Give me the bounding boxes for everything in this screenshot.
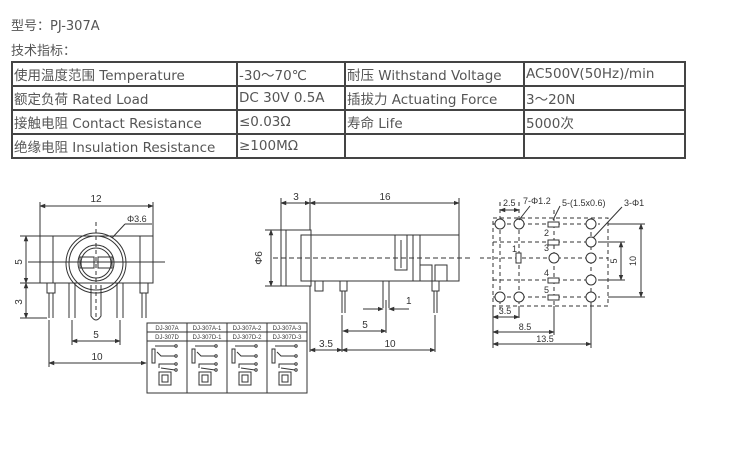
- spec-value: -30～70℃: [236, 61, 346, 87]
- front-width-dim: 12: [90, 194, 102, 205]
- spec-value: 5000次: [523, 109, 686, 135]
- spec-value: ≥100MΩ: [236, 133, 346, 159]
- side-flange-dim: 3: [293, 192, 299, 203]
- variant-schematic: [231, 344, 258, 386]
- pcb-pin-3: 3: [544, 243, 549, 253]
- pcb-dim-13-5: 13.5: [536, 334, 554, 344]
- pcb-dim-10: 10: [628, 256, 638, 266]
- spec-heading: 技术指标：: [11, 44, 77, 59]
- spec-value: AC500V(50Hz)/min: [523, 61, 686, 87]
- pcb-dim-8-5: 8.5: [519, 322, 532, 332]
- spec-value: DC 30V 0.5A: [236, 85, 346, 111]
- variant-table: [146, 322, 308, 394]
- spec-value: ≤0.03Ω: [236, 109, 346, 135]
- spec-param: 插拔力 Actuating Force: [344, 85, 525, 111]
- variant-d1: DJ-307D-1: [192, 335, 222, 341]
- front-pin-spacing: 5: [93, 330, 99, 341]
- pcb-pin-4: 4: [544, 268, 549, 278]
- variant-a1: DJ-307A-1: [193, 326, 222, 332]
- variant-a: DJ-307A: [155, 326, 178, 332]
- spec-param: 耐压 Withstand Voltage: [344, 61, 525, 87]
- spec-param: [344, 133, 525, 159]
- spec-param: 寿命 Life: [344, 109, 525, 135]
- variant-d2: DJ-307D-2: [232, 335, 262, 341]
- front-height-dim: 5: [14, 259, 25, 265]
- side-diameter-dim: Φ6: [254, 251, 265, 265]
- side-view: [265, 198, 472, 353]
- pcb-round-holes: 7-Φ1.2: [523, 196, 551, 206]
- pcb-pin-2: 2: [544, 228, 549, 238]
- spec-param: 使用温度范围 Temperature: [11, 61, 238, 87]
- front-view: [20, 202, 165, 367]
- spec-param: 额定负荷 Rated Load: [11, 85, 238, 111]
- technical-drawing: 12 Φ3.6 5 3 5 10 3 16 Φ6 1 5 3.5 10 2.5 …: [14, 192, 645, 394]
- variant-d3: DJ-307D-3: [272, 335, 302, 341]
- pcb-small-holes: 3-Φ1: [624, 198, 644, 208]
- pcb-slot-holes: 5-(1.5x0.6): [562, 198, 606, 208]
- side-length-dim: 16: [379, 192, 391, 203]
- variant-schematic: [151, 344, 178, 386]
- spec-row: 绝缘电阻 Insulation Resistance≥100MΩ: [11, 133, 686, 159]
- side-first-pin: 3.5: [319, 339, 333, 350]
- side-pin-offset: 5: [362, 320, 368, 331]
- pcb-dim-3-5: 3.5: [499, 306, 512, 316]
- spec-value: 3～20N: [523, 85, 686, 111]
- spec-value: [523, 133, 686, 159]
- variant-a3: DJ-307A-3: [273, 326, 302, 332]
- spec-param: 接触电阻 Contact Resistance: [11, 109, 238, 135]
- front-pin-dim: 3: [14, 299, 25, 305]
- pcb-pin-5: 5: [544, 285, 549, 295]
- model-label: 型号：PJ-307A: [11, 19, 100, 34]
- variant-a2: DJ-307A-2: [233, 326, 262, 332]
- pcb-dim-5: 5: [609, 258, 619, 263]
- side-pin-span: 10: [384, 339, 396, 350]
- variant-d: DJ-307D: [155, 335, 179, 341]
- pcb-pin-1: 1: [512, 244, 517, 254]
- pcb-layout: [480, 202, 645, 348]
- front-hole-dim: Φ3.6: [127, 214, 147, 224]
- pcb-hole-spacing: 2.5: [503, 198, 516, 208]
- side-pin-width: 1: [406, 296, 412, 307]
- front-pin-span: 10: [91, 352, 103, 363]
- variant-schematic: [271, 344, 298, 386]
- variant-schematic: [191, 344, 218, 386]
- spec-param: 绝缘电阻 Insulation Resistance: [11, 133, 238, 159]
